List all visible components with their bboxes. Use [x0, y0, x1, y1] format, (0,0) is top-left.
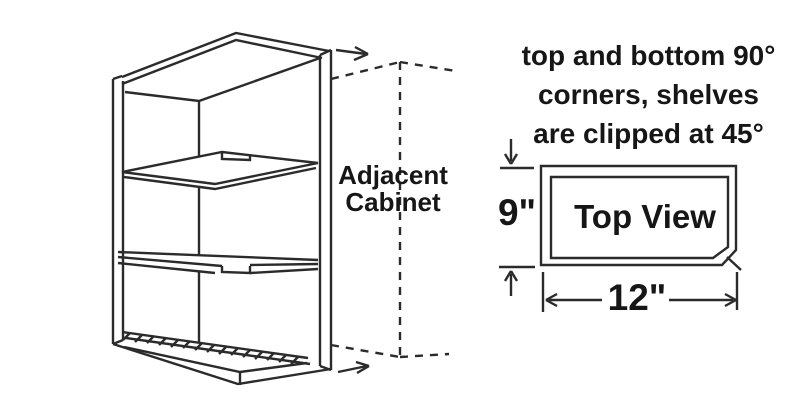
cabinet-shelf-lower: [117, 250, 319, 275]
cabinet-top-slab: [121, 31, 330, 103]
arrow-right-top-icon: [335, 45, 369, 62]
top-view-inner-outline: [549, 175, 730, 260]
adjacent-cabinet-label-line-1: Adjacent: [338, 160, 448, 190]
cabinet-bottom-slab: [112, 330, 332, 386]
arrow-left-icon: [545, 292, 602, 308]
dimension-9in: [499, 139, 535, 296]
arrow-down-icon: [503, 139, 519, 165]
width-dimension-label: 12": [607, 277, 667, 318]
adjacent-cabinet-dashed-outline: [330, 60, 457, 359]
arrow-right-icon: [669, 292, 737, 308]
height-dimension-label: 9": [497, 192, 537, 233]
dimension-12in: [541, 272, 739, 312]
bottom-slab-hatch-marks: [122, 332, 299, 365]
cabinet-shelf-upper: [121, 150, 319, 191]
corner-note-line-2: corners, shelves: [537, 79, 760, 110]
corner-note-line-1: top and bottom 90°: [521, 40, 776, 71]
corner-note-text: top and bottom 90° corners, shelves are …: [497, 36, 800, 153]
cabinet-left-panel: [111, 74, 125, 346]
top-view-box: [539, 164, 742, 271]
cabinet-isometric-drawing: [111, 31, 333, 386]
arrow-up-icon: [503, 270, 519, 296]
adjacent-cabinet-label-line-2: Cabinet: [345, 187, 441, 217]
top-view-clipped-corner-tick: [726, 256, 742, 271]
corner-note-line-3: are clipped at 45°: [533, 118, 764, 149]
top-view-label: Top View: [574, 198, 716, 235]
adjacent-cabinet-label: Adjacent Cabinet: [330, 162, 456, 216]
arrow-right-bottom-icon: [337, 360, 370, 375]
